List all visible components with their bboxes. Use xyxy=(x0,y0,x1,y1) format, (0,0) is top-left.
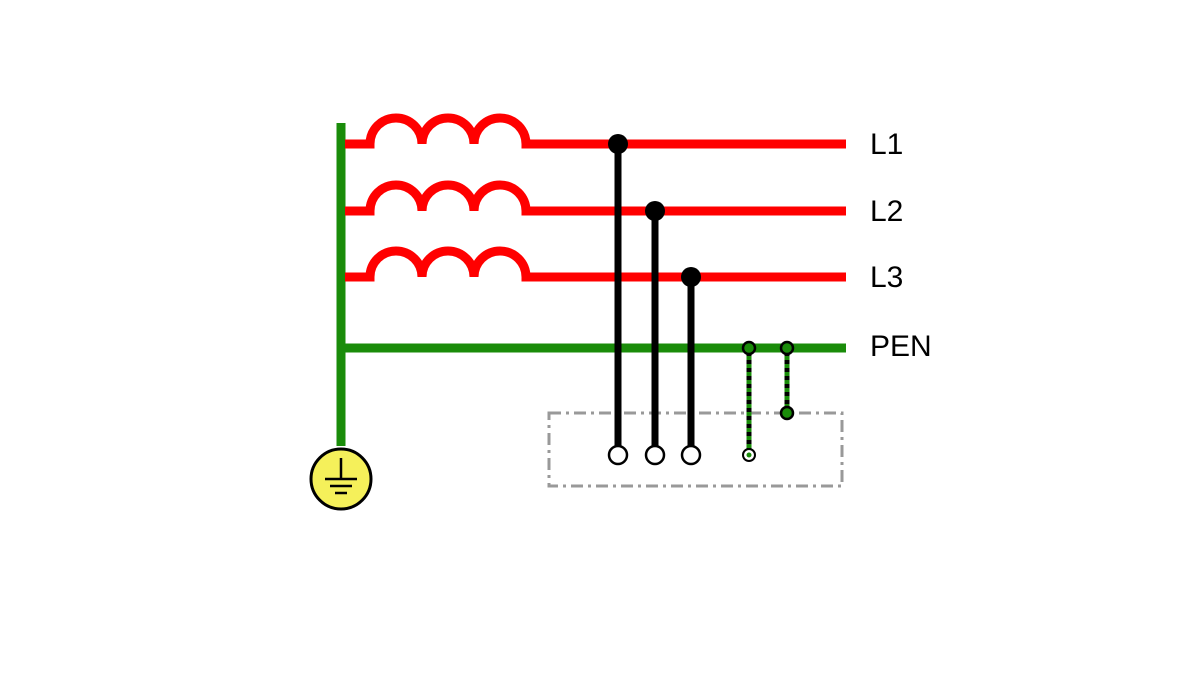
l3-coil-winding xyxy=(345,246,846,282)
label-l2: L2 xyxy=(870,195,903,228)
l3-terminal xyxy=(680,444,702,466)
l2-terminal xyxy=(644,444,666,466)
pen-drop-1 xyxy=(741,340,757,462)
l1-terminal xyxy=(607,444,629,466)
pen-drop-2-top-dot xyxy=(779,340,795,356)
l2-coil-winding xyxy=(345,180,846,216)
l2-junction-dot xyxy=(645,201,665,221)
earth-ground-icon xyxy=(309,447,373,511)
phase-l1 xyxy=(345,113,846,149)
load-enclosure xyxy=(547,411,844,488)
phase-l3 xyxy=(345,246,846,282)
enclosure-ground-dot xyxy=(779,405,795,421)
label-l3: L3 xyxy=(870,261,903,294)
l1-junction-dot xyxy=(608,134,628,154)
l3-junction-dot xyxy=(681,267,701,287)
phase-l2 xyxy=(345,180,846,216)
label-pen: PEN xyxy=(870,330,932,363)
l1-coil-winding xyxy=(345,113,846,149)
pen-drop-2 xyxy=(779,340,795,421)
pen-drop-1-top-dot xyxy=(741,340,757,356)
label-l1: L1 xyxy=(870,128,903,161)
